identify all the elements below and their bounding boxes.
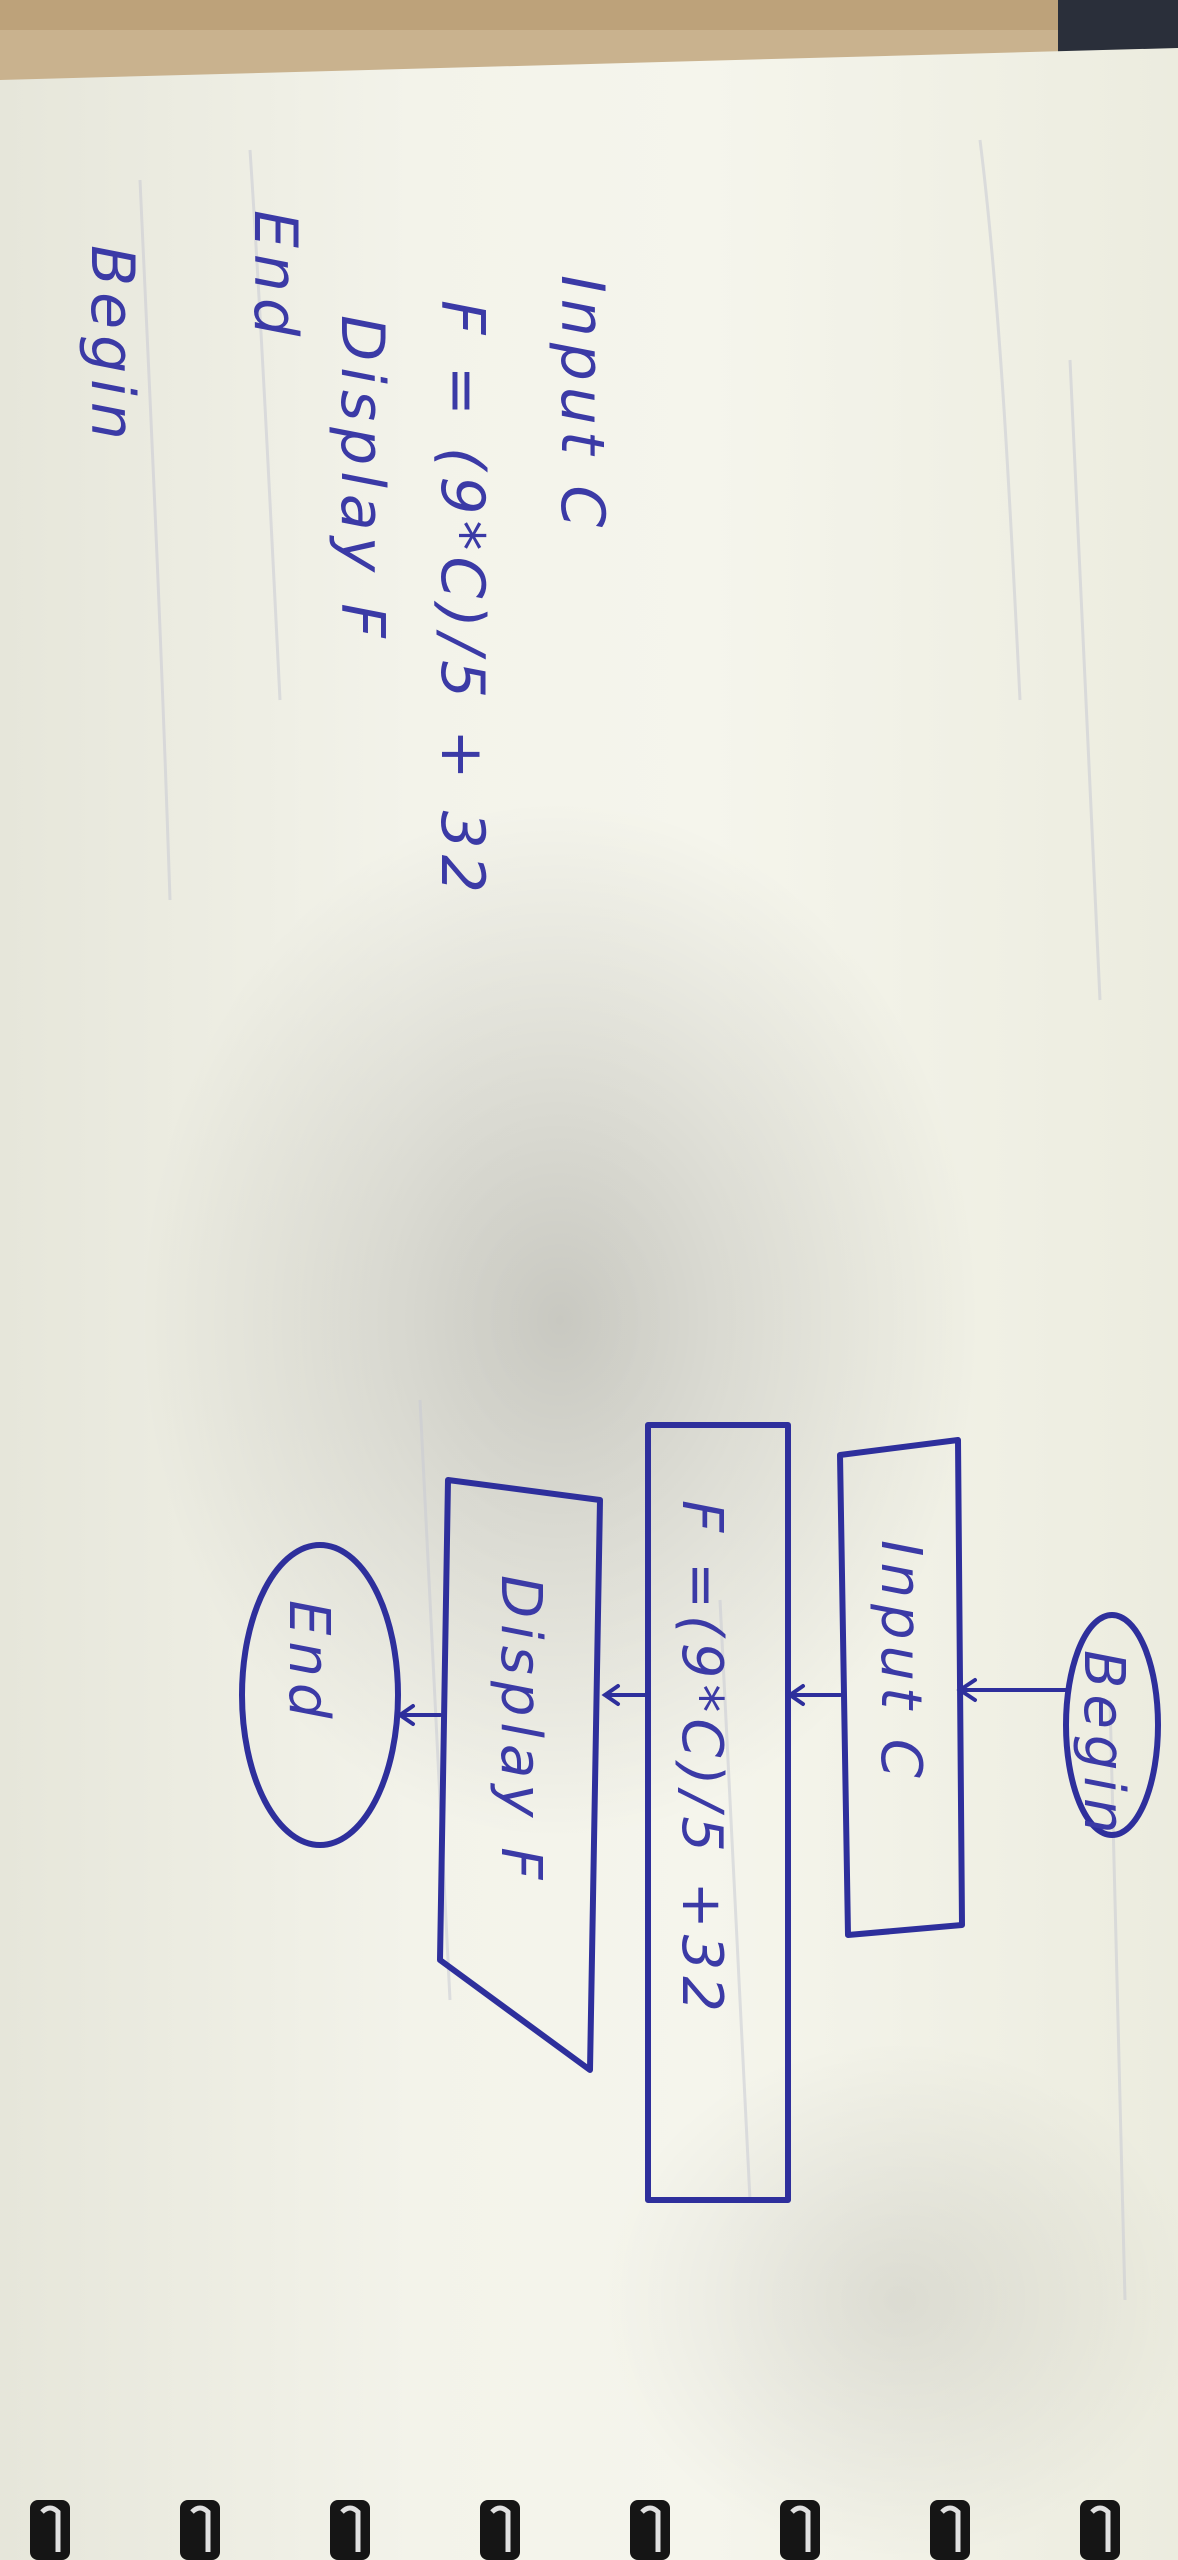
arrow-process-to-display <box>601 1684 650 1706</box>
flowchart-input-parallelogram <box>837 1437 965 1938</box>
pseudocode-line-formula: F = (9*C)/5 + 32 <box>427 300 497 899</box>
flowchart-input-label: Input C <box>868 1540 933 1784</box>
flowchart-begin-oval <box>1063 1612 1161 1838</box>
pseudocode-line-begin: Begin <box>77 245 147 446</box>
page-shadow <box>140 800 980 1840</box>
spiral-binding <box>30 2500 1120 2560</box>
flowchart-begin-label: Begin <box>1071 1650 1136 1839</box>
flowchart-process-label: F =(9*C)/5 +32 <box>669 1500 734 2018</box>
flowchart: Begin Input C F =(9*C)/5 +32 Display F E… <box>239 1422 1161 2203</box>
pseudocode-line-input: Input C <box>547 275 617 533</box>
flowchart-end-oval <box>239 1542 401 1848</box>
bleed-through-marks <box>138 139 1127 2301</box>
flowchart-end-label: End <box>276 1600 341 1724</box>
pseudocode: Begin Input C F = (9*C)/5 + 32 Display F… <box>77 210 617 899</box>
flowchart-process-rect <box>645 1422 791 2203</box>
flowchart-output-parallelogram <box>437 1477 603 2073</box>
flowchart-output-label: Display F <box>488 1575 553 1885</box>
pseudocode-line-end: End <box>240 210 310 342</box>
pseudocode-line-display: Display F <box>327 315 397 644</box>
